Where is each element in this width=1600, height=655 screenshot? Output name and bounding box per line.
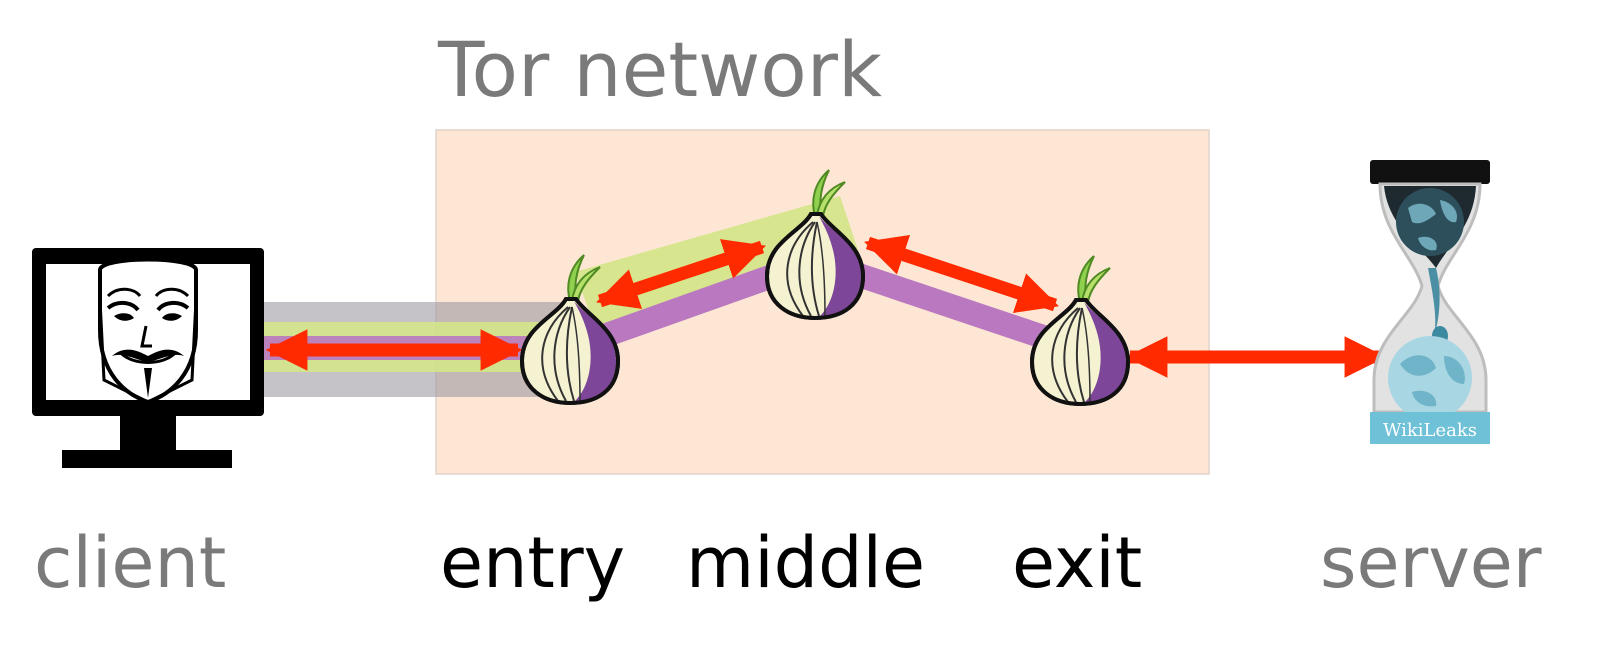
guy-fawkes-mask-icon — [100, 260, 196, 403]
middle-label: middle — [686, 528, 925, 598]
server-label: server — [1320, 528, 1542, 598]
tor-network-title: Tor network — [438, 32, 882, 108]
exit-label: exit — [1012, 528, 1142, 598]
wikileaks-hourglass-icon: WikiLeaks — [1370, 160, 1490, 444]
client-label: client — [34, 528, 226, 598]
client-monitor-icon — [32, 248, 264, 468]
entry-label: entry — [440, 528, 625, 598]
wikileaks-logo-text: WikiLeaks — [1383, 420, 1477, 441]
